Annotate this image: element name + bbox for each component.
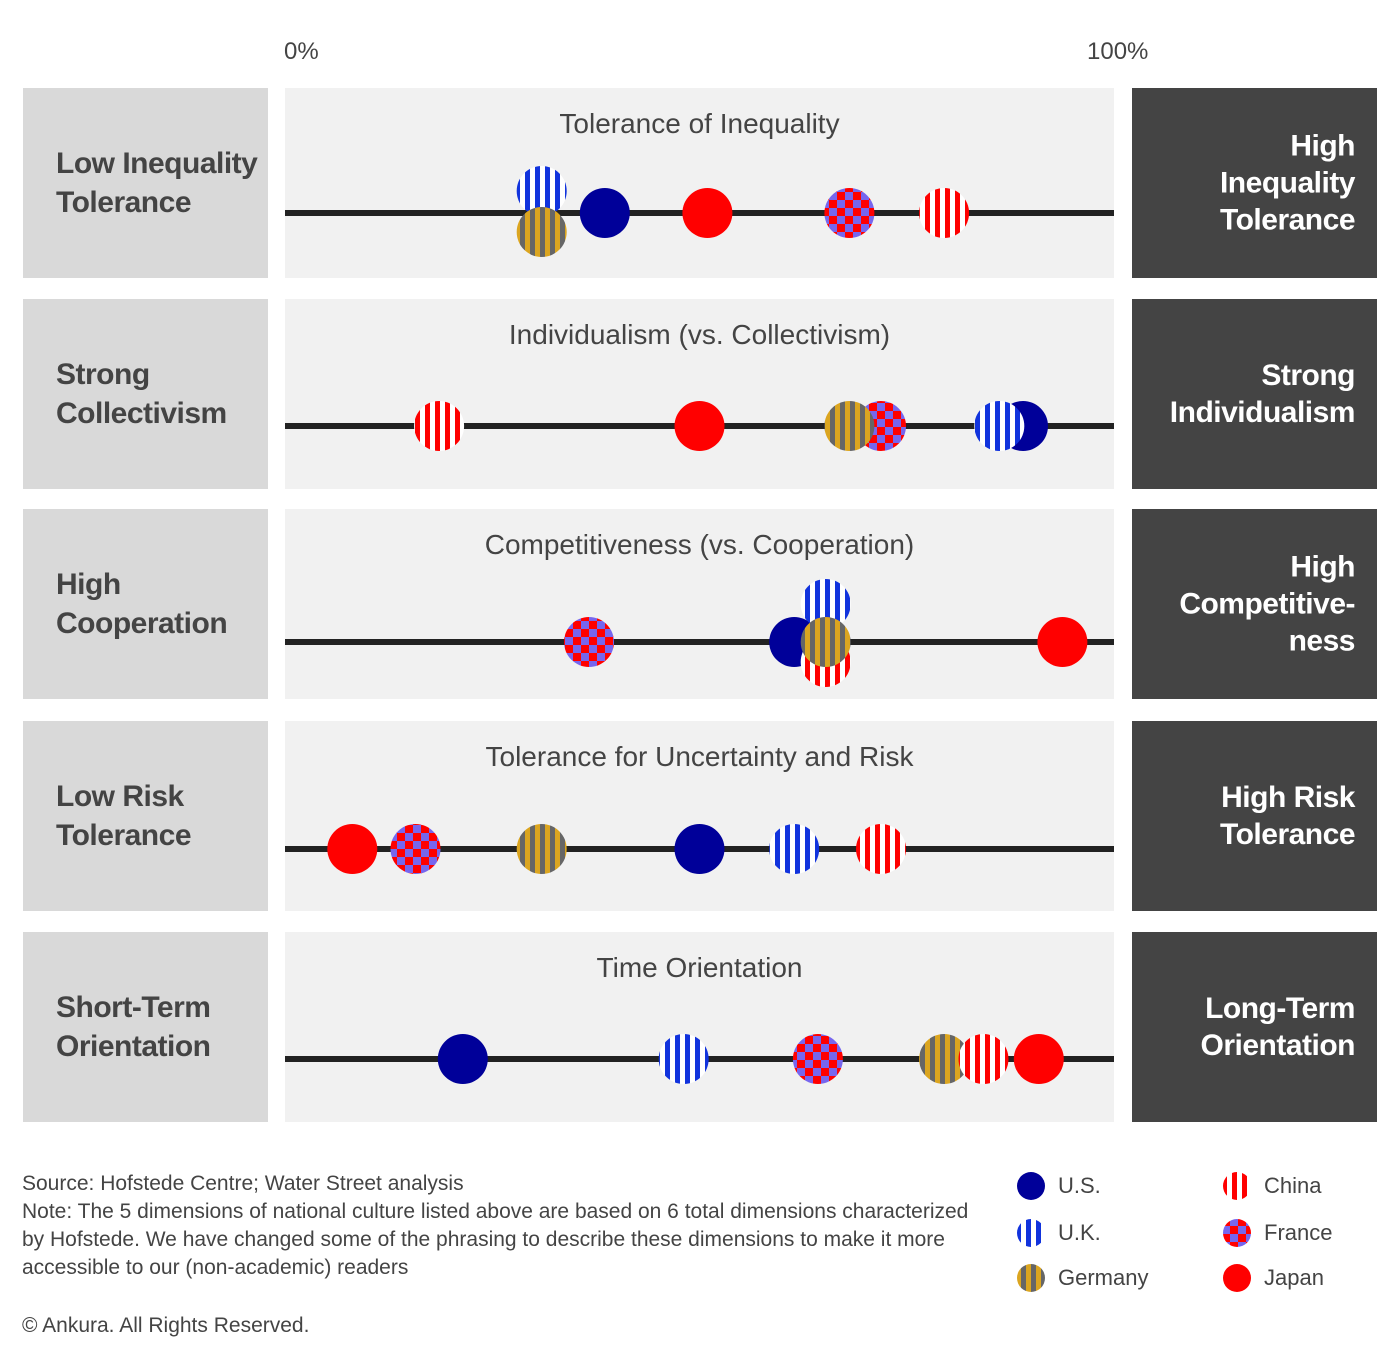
marker-france xyxy=(564,617,614,667)
low-end-label-box: Low Risk Tolerance xyxy=(23,721,268,911)
dimension-panel: Competitiveness (vs. Cooperation) xyxy=(285,509,1114,699)
marker-germany xyxy=(800,617,851,667)
high-end-label: Long-Term Orientation xyxy=(1200,992,1355,1062)
marker-japan xyxy=(682,188,733,238)
marker-uk xyxy=(769,824,820,874)
marker-china xyxy=(958,1034,1009,1084)
dimension-row: High Cooperation Competitiveness (vs. Coo… xyxy=(0,509,1400,699)
footer-notes: Source: Hofstede Centre; Water Street an… xyxy=(22,1170,972,1282)
legend-item-china: China xyxy=(1222,1170,1321,1202)
dimension-panel: Tolerance for Uncertainty and Risk xyxy=(285,721,1114,911)
legend-label: U.K. xyxy=(1058,1220,1101,1245)
legend-swatch-china xyxy=(1223,1172,1251,1200)
high-end-label: High Risk Tolerance xyxy=(1220,781,1356,851)
dimension-row: Strong Collectivism Individualism (vs. Co… xyxy=(0,299,1400,489)
marker-us xyxy=(674,824,725,874)
marker-us xyxy=(437,1034,488,1084)
legend-swatch-germany xyxy=(1017,1264,1045,1292)
legend-item-germany: Germany xyxy=(1016,1262,1148,1294)
marker-france xyxy=(792,1034,843,1084)
low-end-label: Strong Collectivism xyxy=(56,358,227,430)
dimension-panel: Time Orientation xyxy=(285,932,1114,1122)
legend-label: China xyxy=(1264,1173,1322,1198)
low-end-label: Short-Term Orientation xyxy=(56,991,211,1063)
dimension-title: Time Orientation xyxy=(596,952,803,983)
high-end-label-box: High Competitive- ness xyxy=(1132,509,1377,699)
dimension-title: Individualism (vs. Collectivism) xyxy=(508,319,891,350)
marker-japan xyxy=(1037,617,1088,667)
dimension-panel: Tolerance of Inequality xyxy=(285,88,1114,278)
low-end-label: High Cooperation xyxy=(56,568,228,640)
marker-us xyxy=(579,188,630,238)
marker-germany xyxy=(824,401,875,451)
marker-uk xyxy=(974,401,1025,451)
legend-label: France xyxy=(1264,1220,1333,1245)
high-end-label-box: High Risk Tolerance xyxy=(1132,721,1377,911)
dimension-row: Low Inequality Tolerance Tolerance of Ine… xyxy=(0,88,1400,278)
copyright-text: © Ankura. All Rights Reserved. xyxy=(22,1314,310,1337)
marker-germany xyxy=(919,1034,970,1084)
legend-item-japan: Japan xyxy=(1222,1262,1324,1294)
dimension-row: Low Risk Tolerance Tolerance for Uncertai… xyxy=(0,721,1400,911)
legend-label: Japan xyxy=(1264,1265,1324,1290)
high-end-label-box: Long-Term Orientation xyxy=(1132,932,1377,1122)
legend-label: U.S. xyxy=(1058,1173,1101,1198)
legend-label: Germany xyxy=(1058,1265,1149,1290)
high-end-label: High Inequality Tolerance xyxy=(1219,129,1356,237)
low-end-label-box: Low Inequality Tolerance xyxy=(23,88,268,278)
dimension-plot xyxy=(285,579,1114,687)
low-end-label-box: Strong Collectivism xyxy=(23,299,268,489)
high-end-label-box: High Inequality Tolerance xyxy=(1132,88,1377,278)
legend-item-us: U.S. xyxy=(1016,1170,1101,1202)
dimension-title: Competitiveness (vs. Cooperation) xyxy=(484,529,915,560)
legend-swatch-japan xyxy=(1223,1264,1251,1292)
marker-uk xyxy=(658,1034,709,1084)
marker-japan xyxy=(1013,1034,1064,1084)
marker-france xyxy=(390,824,441,874)
axis-max-label: 100% xyxy=(1087,38,1149,65)
dimension-title: Tolerance for Uncertainty and Risk xyxy=(485,741,914,772)
marker-france xyxy=(824,188,875,238)
marker-germany xyxy=(516,207,567,257)
marker-japan xyxy=(327,824,378,874)
marker-japan xyxy=(674,401,725,451)
legend-item-uk: U.K. xyxy=(1016,1217,1101,1249)
note-text: Note: The 5 dimensions of national cultu… xyxy=(22,1200,969,1279)
marker-china xyxy=(414,401,465,451)
dimension-panel: Individualism (vs. Collectivism) xyxy=(285,299,1114,489)
marker-china xyxy=(919,188,970,238)
axis-min-label: 0% xyxy=(284,38,319,65)
marker-china xyxy=(856,824,906,874)
low-end-label-box: High Cooperation xyxy=(23,509,268,699)
marker-germany xyxy=(516,824,567,874)
dimension-plot xyxy=(285,824,1114,874)
legend-item-france: France xyxy=(1222,1217,1332,1249)
legend-swatch-uk xyxy=(1017,1219,1045,1247)
high-end-label: Strong Individualism xyxy=(1169,359,1356,429)
low-end-label: Low Inequality Tolerance xyxy=(56,147,258,219)
low-end-label-box: Short-Term Orientation xyxy=(23,932,268,1122)
high-end-label-box: Strong Individualism xyxy=(1132,299,1377,489)
legend-swatch-us xyxy=(1017,1172,1045,1200)
legend-swatch-france xyxy=(1223,1219,1251,1247)
high-end-label: High Competitive- ness xyxy=(1179,550,1355,658)
marker-uk xyxy=(800,579,851,629)
source-text: Source: Hofstede Centre; Water Street an… xyxy=(22,1172,464,1195)
dimension-plot xyxy=(285,166,1114,257)
dimension-plot xyxy=(285,1034,1114,1084)
dimension-plot xyxy=(285,401,1114,451)
dimension-title: Tolerance of Inequality xyxy=(559,108,840,139)
low-end-label: Low Risk Tolerance xyxy=(56,780,192,852)
marker-uk xyxy=(516,166,567,216)
